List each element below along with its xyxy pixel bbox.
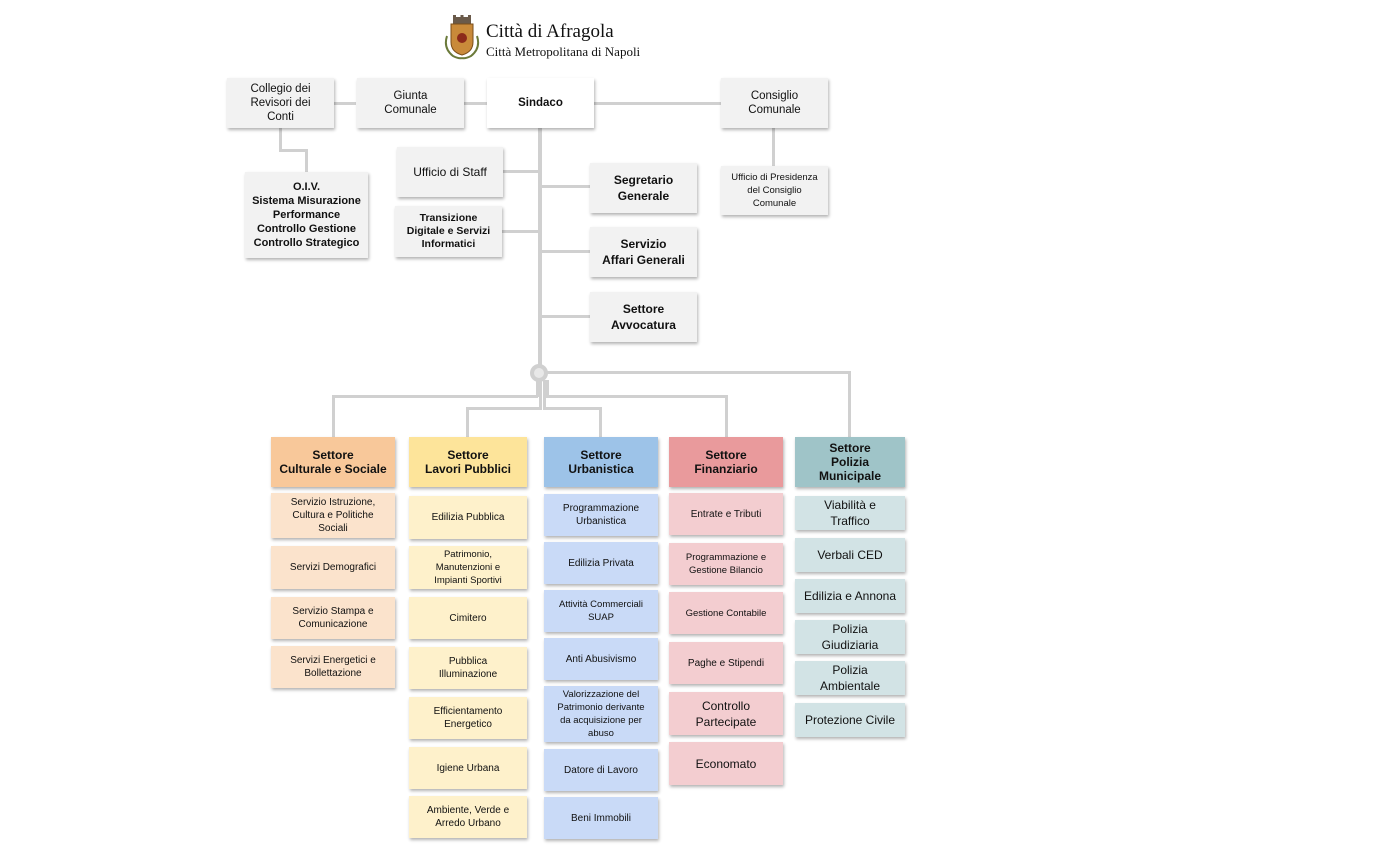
sector-polizia-header: Settore Polizia Municipale	[795, 437, 905, 487]
coat-of-arms-icon	[444, 15, 480, 60]
connector-line	[332, 395, 335, 437]
connector-line	[599, 407, 602, 437]
segretario-generale-box: Segretario Generale	[590, 163, 697, 213]
lavori-item: Efficientamento Energetico	[409, 697, 527, 739]
lavori-item: Igiene Urbana	[409, 747, 527, 789]
lavori-item: Ambiente, Verde e Arredo Urbano	[409, 796, 527, 838]
connector-line	[540, 250, 590, 253]
urbanistica-item: Edilizia Privata	[544, 542, 658, 584]
polizia-item: Polizia Ambientale	[795, 661, 905, 695]
connector-line	[334, 102, 356, 105]
metro-name: Città Metropolitana di Napoli	[486, 44, 641, 59]
connector-line	[332, 395, 538, 398]
polizia-item: Polizia Giudiziaria	[795, 620, 905, 654]
consiglio-comunale-box: Consiglio Comunale	[721, 78, 828, 128]
culturale-item: Servizi Demografici	[271, 546, 395, 589]
connector-line	[305, 149, 308, 172]
polizia-item: Edilizia e Annona	[795, 579, 905, 613]
connector-line	[279, 149, 307, 152]
ufficio-staff-box: Ufficio di Staff	[397, 147, 503, 197]
finanziario-item: Gestione Contabile	[669, 592, 783, 634]
urbanistica-item: Valorizzazione del Patrimonio derivante …	[544, 686, 658, 742]
connector-line	[540, 185, 590, 188]
urbanistica-item: Datore di Lavoro	[544, 749, 658, 791]
connector-line	[536, 380, 539, 397]
connector-line	[543, 380, 546, 410]
polizia-item: Verbali CED	[795, 538, 905, 572]
connector-line	[546, 371, 851, 374]
connector-line	[503, 170, 540, 173]
connector-line	[848, 371, 851, 437]
sector-lavori-header: Settore Lavori Pubblici	[409, 437, 527, 487]
connector-line	[502, 230, 540, 233]
urbanistica-item: Anti Abusivismo	[544, 638, 658, 680]
connector-line	[772, 128, 775, 166]
finanziario-item: Paghe e Stipendi	[669, 642, 783, 684]
ufficio-presidenza-box: Ufficio di Presidenza del Consiglio Comu…	[721, 166, 828, 215]
giunta-comunale-box: Giunta Comunale	[357, 78, 464, 128]
connector-line	[546, 395, 728, 398]
polizia-item: Protezione Civile	[795, 703, 905, 737]
connector-line	[464, 102, 488, 105]
oiv-box: O.I.V. Sistema Misurazione Performance C…	[245, 172, 368, 258]
connector-line	[543, 407, 601, 410]
urbanistica-item: Programmazione Urbanistica	[544, 494, 658, 536]
collegio-revisori-box: Collegio dei Revisori dei Conti	[227, 78, 334, 128]
connector-line	[540, 315, 590, 318]
culturale-item: Servizi Energetici e Bollettazione	[271, 646, 395, 688]
connector-line	[538, 128, 542, 368]
sector-urbanistica-header: Settore Urbanistica	[544, 437, 658, 487]
hub-node	[530, 364, 548, 382]
connector-line	[279, 128, 282, 151]
city-name: Città di Afragola	[486, 21, 614, 42]
polizia-item: Viabilità e Traffico	[795, 496, 905, 530]
lavori-item: Pubblica Illuminazione	[409, 647, 527, 689]
finanziario-item: Economato	[669, 742, 783, 785]
finanziario-item: Controllo Partecipate	[669, 692, 783, 735]
lavori-item: Patrimonio, Manutenzioni e Impianti Spor…	[409, 546, 527, 589]
connector-line	[594, 102, 721, 105]
urbanistica-item: Beni Immobili	[544, 797, 658, 839]
connector-line	[466, 407, 542, 410]
sector-finanziario-header: Settore Finanziario	[669, 437, 783, 487]
transizione-digitale-box: Transizione Digitale e Servizi Informati…	[395, 206, 502, 257]
finanziario-item: Entrate e Tributi	[669, 493, 783, 535]
culturale-item: Servizio Istruzione, Cultura e Politiche…	[271, 493, 395, 538]
connector-line	[546, 380, 549, 398]
finanziario-item: Programmazione e Gestione Bilancio	[669, 543, 783, 585]
connector-line	[466, 407, 469, 437]
connector-line	[539, 380, 542, 410]
sindaco-box: Sindaco	[487, 78, 594, 128]
avvocatura-box: Settore Avvocatura	[590, 292, 697, 342]
urbanistica-item: Attività Commerciali SUAP	[544, 590, 658, 632]
affari-generali-box: Servizio Affari Generali	[590, 227, 697, 277]
culturale-item: Servizio Stampa e Comunicazione	[271, 597, 395, 639]
connector-line	[725, 395, 728, 437]
lavori-item: Edilizia Pubblica	[409, 496, 527, 539]
lavori-item: Cimitero	[409, 597, 527, 639]
sector-culturale-header: Settore Culturale e Sociale	[271, 437, 395, 487]
